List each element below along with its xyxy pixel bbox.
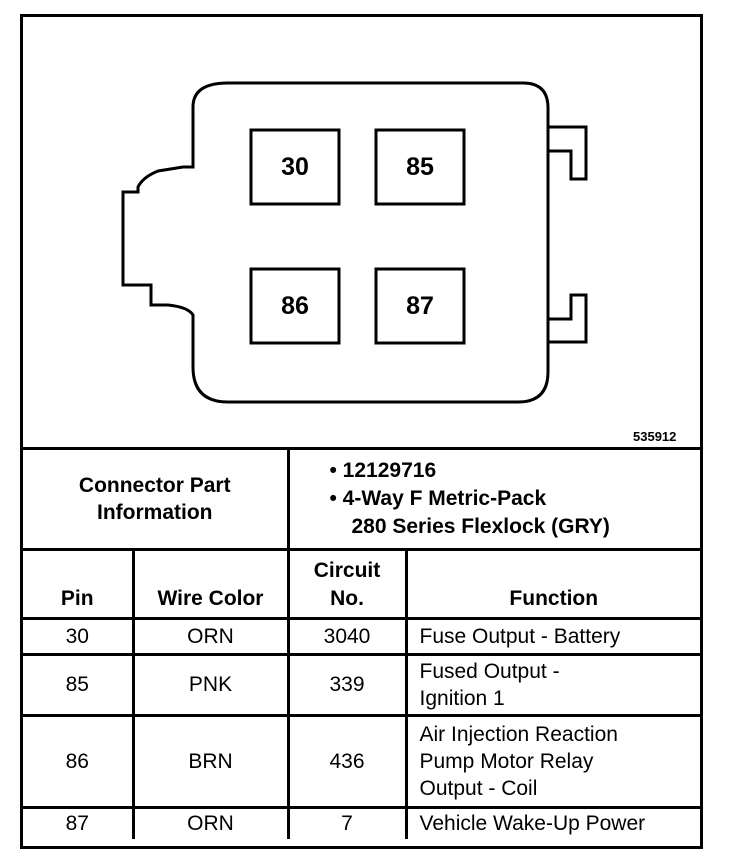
- part-number: • 12129716: [329, 459, 437, 482]
- circuit-cell: 7: [286, 806, 408, 839]
- header-wire-color: Wire Color: [131, 548, 290, 620]
- header-row: Pin Wire Color Circuit No. Function: [23, 548, 701, 620]
- wire-color-cell: PNK: [131, 653, 290, 717]
- pin-box-30: [249, 128, 341, 206]
- connector-info-label: Connector Part Information: [23, 447, 290, 551]
- latch-bottom: [548, 293, 588, 344]
- table-row: 85 PNK 339 Fused Output - Ignition 1: [23, 653, 701, 717]
- pin-cell: 86: [23, 714, 135, 809]
- connector-info-label-line1: Connector Part: [78, 474, 231, 497]
- pin-cell: 87: [23, 806, 135, 839]
- wire-color-cell: ORN: [131, 617, 290, 656]
- header-circuit-line2: No.: [330, 587, 364, 610]
- pin-cell: 30: [23, 617, 135, 656]
- connector-info-row: Connector Part Information • 12129716 • …: [23, 447, 701, 551]
- function-line: Ignition 1: [419, 687, 505, 710]
- connector-frame: 30 85 86 87 535912 Connector Part Inform…: [20, 14, 703, 849]
- pin-box-85: [374, 128, 466, 206]
- connector-table: Connector Part Information • 12129716 • …: [23, 447, 701, 839]
- header-pin: Pin: [23, 548, 135, 620]
- function-line: Fused Output -: [419, 660, 560, 683]
- connector-info-values: • 12129716 • 4-Way F Metric-Pack 280 Ser…: [286, 447, 701, 551]
- header-circuit: Circuit No.: [286, 548, 408, 620]
- connector-info-label-line2: Information: [97, 501, 213, 524]
- table-row: 87 ORN 7 Vehicle Wake-Up Power: [23, 806, 701, 839]
- function-line: Pump Motor Relay: [419, 750, 594, 773]
- pin-box-86: [249, 267, 341, 345]
- table-row: 30 ORN 3040 Fuse Output - Battery: [23, 617, 701, 656]
- circuit-cell: 436: [286, 714, 408, 809]
- latch-top: [548, 125, 588, 181]
- pin-label-30: 30: [281, 153, 309, 181]
- connector-description-line2: 280 Series Flexlock (GRY): [351, 515, 610, 538]
- circuit-cell: 3040: [286, 617, 408, 656]
- function-cell: Vehicle Wake-Up Power: [404, 806, 701, 839]
- function-line: Output - Coil: [419, 777, 538, 800]
- header-function: Function: [404, 548, 701, 620]
- pin-box-87: [374, 267, 466, 345]
- pin-label-87: 87: [406, 292, 434, 320]
- connector-body-outline: [121, 81, 550, 404]
- table-row: 86 BRN 436 Air Injection Reaction Pump M…: [23, 714, 701, 809]
- circuit-cell: 339: [286, 653, 408, 717]
- pin-label-86: 86: [281, 292, 309, 320]
- pin-cell: 85: [23, 653, 135, 717]
- function-line: Fuse Output - Battery: [419, 625, 621, 648]
- header-circuit-line1: Circuit: [313, 559, 381, 582]
- function-cell: Fuse Output - Battery: [404, 617, 701, 656]
- figure-id: 535912: [633, 429, 677, 444]
- wire-color-cell: BRN: [131, 714, 290, 809]
- function-line: Vehicle Wake-Up Power: [419, 812, 646, 836]
- function-cell: Fused Output - Ignition 1: [404, 653, 701, 717]
- pin-label-85: 85: [406, 153, 434, 181]
- function-line: Air Injection Reaction: [419, 723, 618, 746]
- connector-diagram: 30 85 86 87: [121, 81, 588, 404]
- function-cell: Air Injection Reaction Pump Motor Relay …: [404, 714, 701, 809]
- connector-description-line1: • 4-Way F Metric-Pack: [329, 487, 547, 510]
- wire-color-cell: ORN: [131, 806, 290, 839]
